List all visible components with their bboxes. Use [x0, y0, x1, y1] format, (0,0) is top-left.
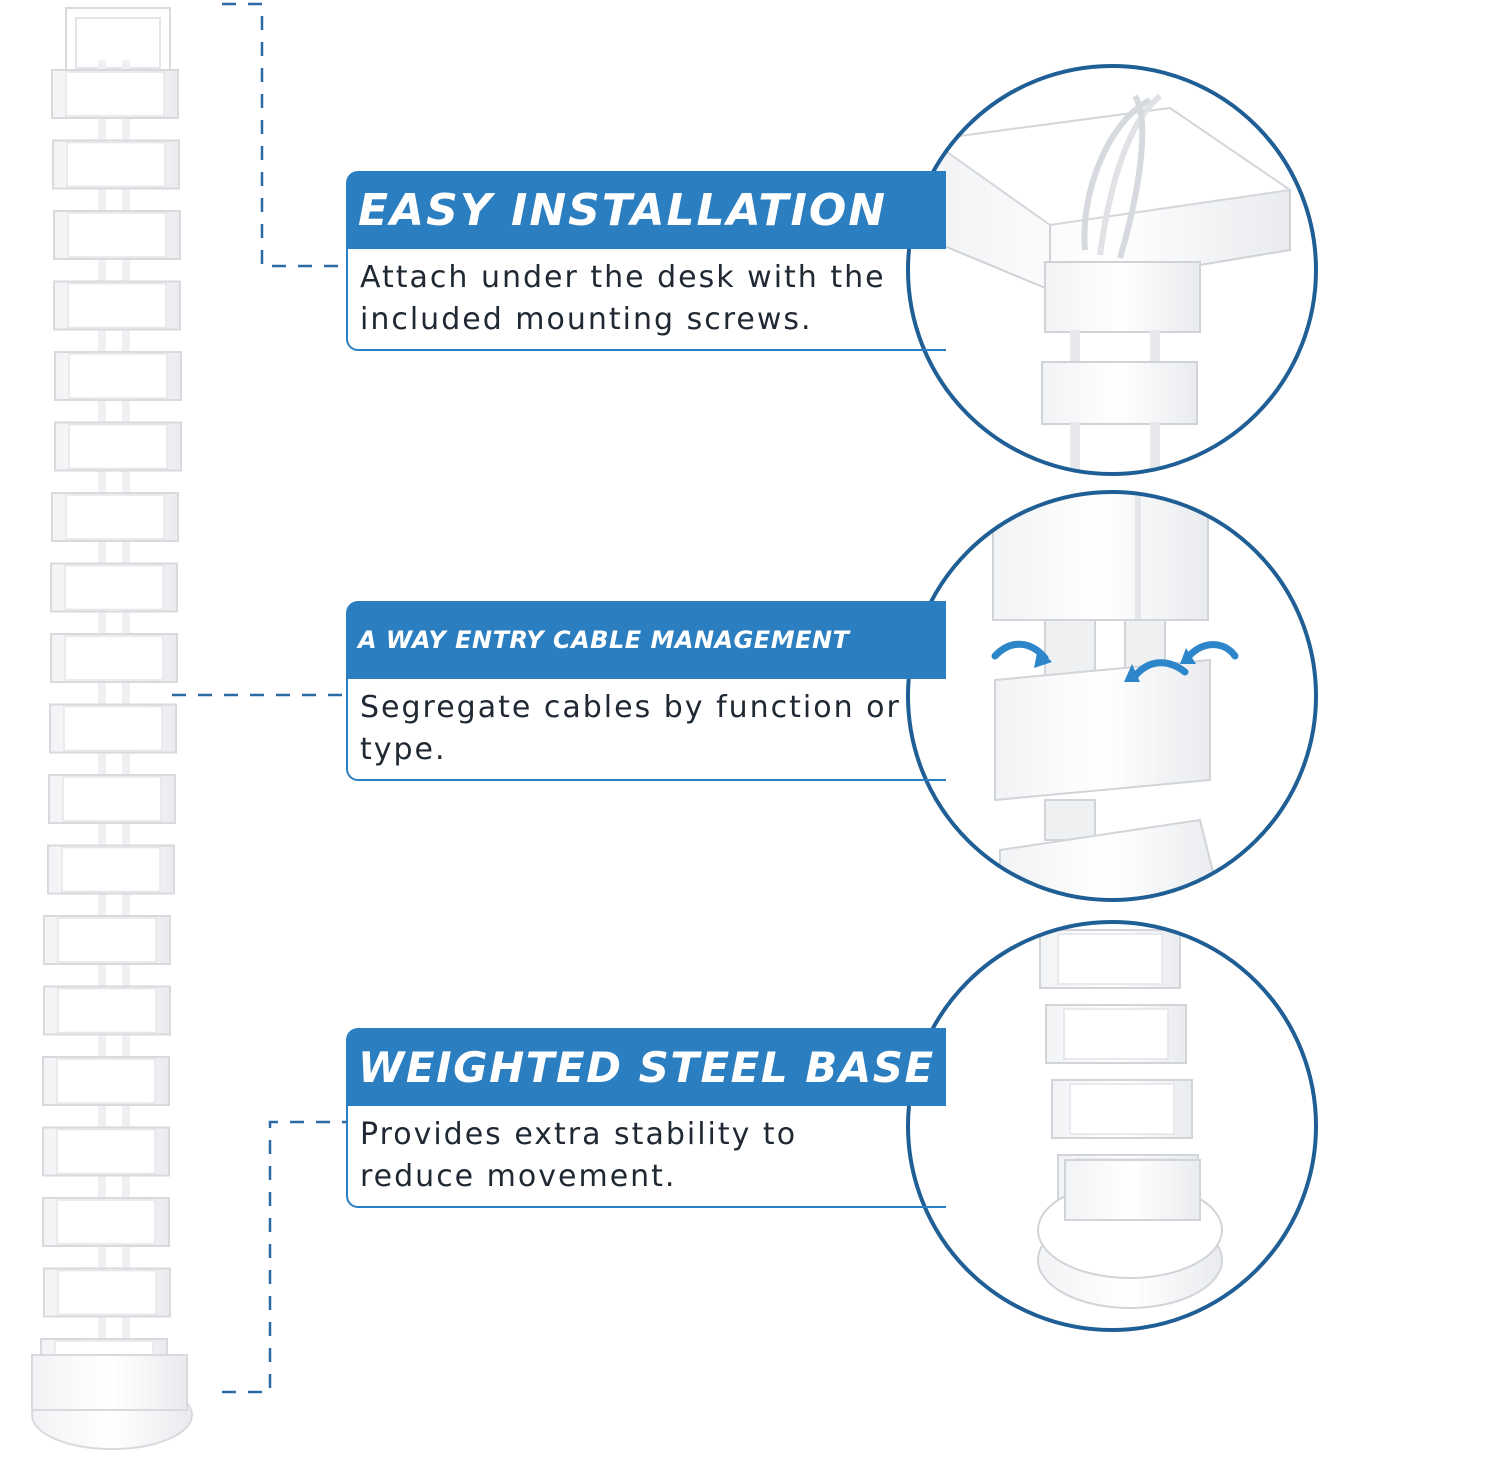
feature-title: WEIGHTED STEEL BASE — [358, 1042, 935, 1092]
feature-body: Provides extra stability to reduce movem… — [346, 1106, 946, 1208]
feature-weighted-base: WEIGHTED STEEL BASE Provides extra stabi… — [346, 1028, 946, 1208]
feature-easy-installation: EASY INSTALLATION Attach under the desk … — [346, 171, 946, 351]
feature-header: A WAY ENTRY CABLE MANAGEMENT — [346, 601, 946, 679]
cable-spine-image — [31, 7, 193, 1450]
weighted-base-detail-image — [906, 920, 1318, 1332]
cable-entry-detail-image — [906, 490, 1318, 902]
feature-title: EASY INSTALLATION — [358, 184, 888, 236]
connector-lines — [172, 2, 346, 1394]
feature-title: A WAY ENTRY CABLE MANAGEMENT — [358, 626, 850, 654]
desk-mount-detail-image — [906, 64, 1318, 476]
feature-body: Segregate cables by function or type. — [346, 679, 946, 781]
feature-description: Segregate cables by function or type. — [360, 690, 901, 767]
connector-top — [222, 2, 346, 268]
feature-description: Attach under the desk with the included … — [360, 260, 886, 337]
feature-header: WEIGHTED STEEL BASE — [346, 1028, 946, 1106]
feature-cable-management: A WAY ENTRY CABLE MANAGEMENT Segregate c… — [346, 601, 946, 781]
feature-header: EASY INSTALLATION — [346, 171, 946, 249]
feature-description: Provides extra stability to reduce movem… — [360, 1117, 798, 1194]
connector-bottom — [222, 1120, 346, 1394]
feature-body: Attach under the desk with the included … — [346, 249, 946, 351]
